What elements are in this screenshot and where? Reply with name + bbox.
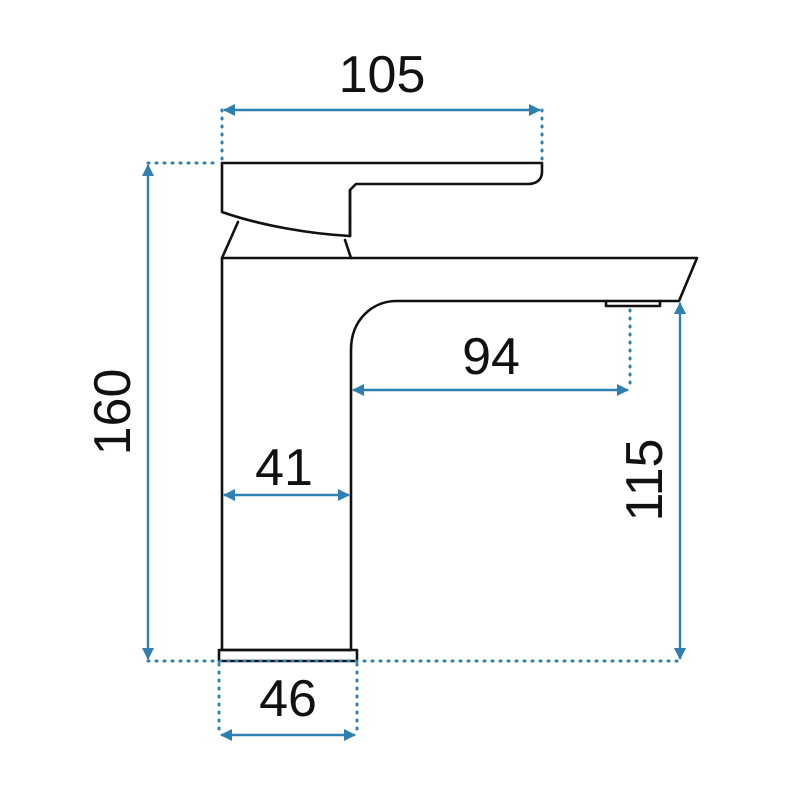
label-spout-height: 115 bbox=[616, 439, 674, 522]
label-top-width: 105 bbox=[339, 46, 426, 104]
faucet-outline bbox=[217, 161, 699, 663]
label-base-width: 46 bbox=[259, 670, 317, 728]
faucet-body bbox=[220, 256, 699, 652]
dimension-labels: 105 160 94 41 115 46 bbox=[84, 46, 674, 728]
faucet-aerator bbox=[604, 299, 662, 308]
label-body-width: 41 bbox=[255, 439, 313, 497]
faucet-handle bbox=[220, 161, 544, 238]
dimension-lines bbox=[142, 104, 686, 741]
label-spout-reach: 94 bbox=[462, 328, 520, 386]
label-total-height: 160 bbox=[84, 369, 142, 456]
faucet-base bbox=[217, 648, 359, 663]
faucet-neck bbox=[220, 220, 353, 260]
